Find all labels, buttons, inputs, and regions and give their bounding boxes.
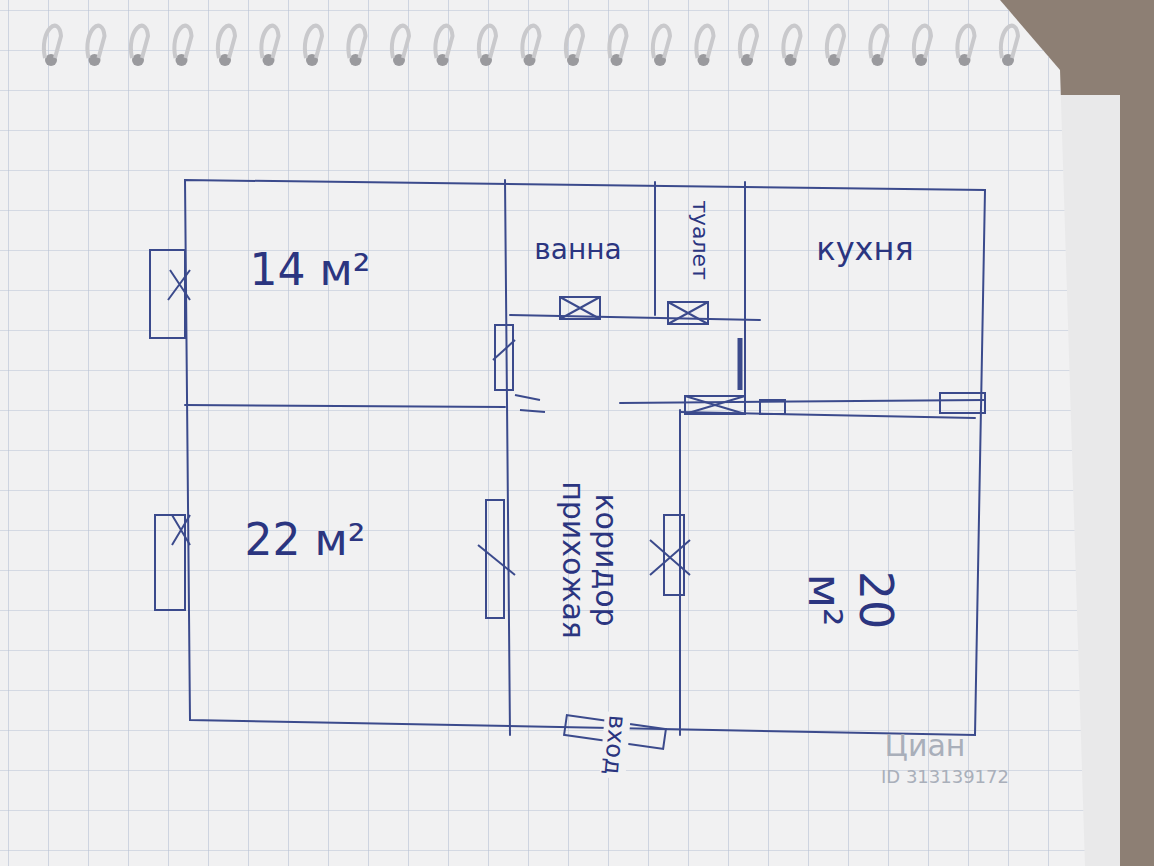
ring [522,26,539,58]
ring [783,26,800,58]
watermark: ID 313139172 [878,767,1012,787]
room-label: кухня [816,232,913,267]
ring [261,26,278,58]
room: 20 м² [682,420,974,732]
walls [185,180,985,735]
ring [305,26,322,58]
watermark: Циан [882,729,969,762]
ring [653,26,670,58]
ring [174,26,191,58]
room-label: туалет [688,200,712,280]
room-label: коридор прихожая [557,481,623,639]
ring [44,26,61,58]
ring [696,26,713,58]
ring [870,26,887,58]
entrance-label: вход [599,711,631,779]
room-label: 14 м² [250,246,371,294]
ring [1001,26,1018,58]
paper-grid [0,0,1085,866]
ring [479,26,496,58]
room: туалет [656,182,744,298]
room: 14 м² [186,182,504,404]
spiral-binding [44,26,1018,66]
room: кухня [746,186,984,391]
room: коридор прихожая [512,420,678,710]
paper [0,0,1085,866]
room-label: 22 м² [245,516,366,564]
ring [740,26,757,58]
room-label: ванна [534,235,621,266]
ring [435,26,452,58]
ring [218,26,235,58]
pointer-mark [738,338,743,390]
doors [478,297,785,618]
ring [957,26,974,58]
room-label: 20 м² [799,571,900,630]
room: 22 м² [186,408,504,719]
ring [348,26,365,58]
ring [87,26,104,58]
ring [392,26,409,58]
ring [609,26,626,58]
ring [131,26,148,58]
ring [827,26,844,58]
ring [914,26,931,58]
ring [566,26,583,58]
room: ванна [507,182,654,294]
